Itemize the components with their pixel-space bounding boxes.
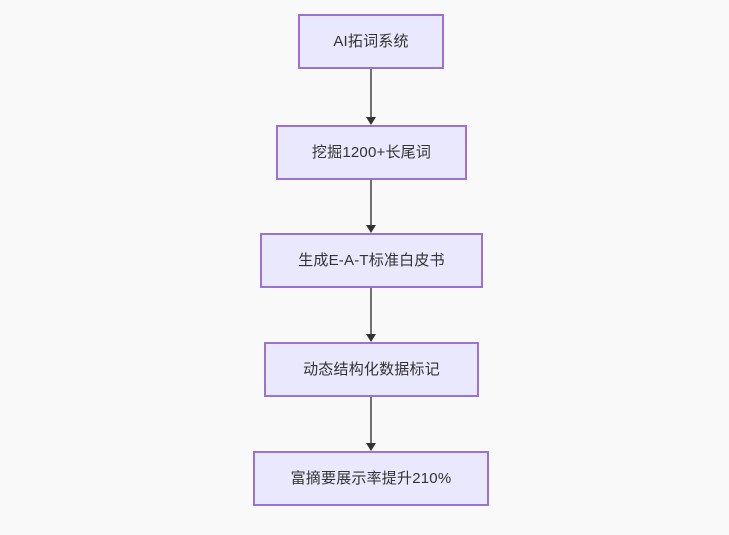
flowchart-edge-2-connector (370, 180, 372, 225)
flowchart-node-rich-snippet-impression-uplift[interactable]: 富摘要展示率提升210% (253, 451, 489, 506)
flowchart-node-dynamic-structured-data-markup[interactable]: 动态结构化数据标记 (264, 342, 479, 397)
node-label: AI拓词系统 (333, 32, 409, 50)
arrow-down-icon (366, 443, 376, 451)
flowchart-edge-3-connector (370, 288, 372, 334)
flowchart-node-generate-eat-whitepaper[interactable]: 生成E-A-T标准白皮书 (260, 233, 483, 288)
flowchart-edge-1-connector (370, 69, 372, 117)
arrow-down-icon (366, 225, 376, 233)
node-label: 生成E-A-T标准白皮书 (298, 251, 445, 269)
node-label: 动态结构化数据标记 (303, 360, 440, 378)
arrow-down-icon (366, 117, 376, 125)
node-label: 挖掘1200+长尾词 (311, 143, 432, 161)
flowchart-edge-4-connector (370, 397, 372, 443)
node-label: 富摘要展示率提升210% (290, 469, 452, 487)
flowchart-node-ai-keyword-system[interactable]: AI拓词系统 (298, 14, 444, 69)
arrow-down-icon (366, 334, 376, 342)
flowchart-node-mine-longtail-keywords[interactable]: 挖掘1200+长尾词 (276, 125, 467, 180)
